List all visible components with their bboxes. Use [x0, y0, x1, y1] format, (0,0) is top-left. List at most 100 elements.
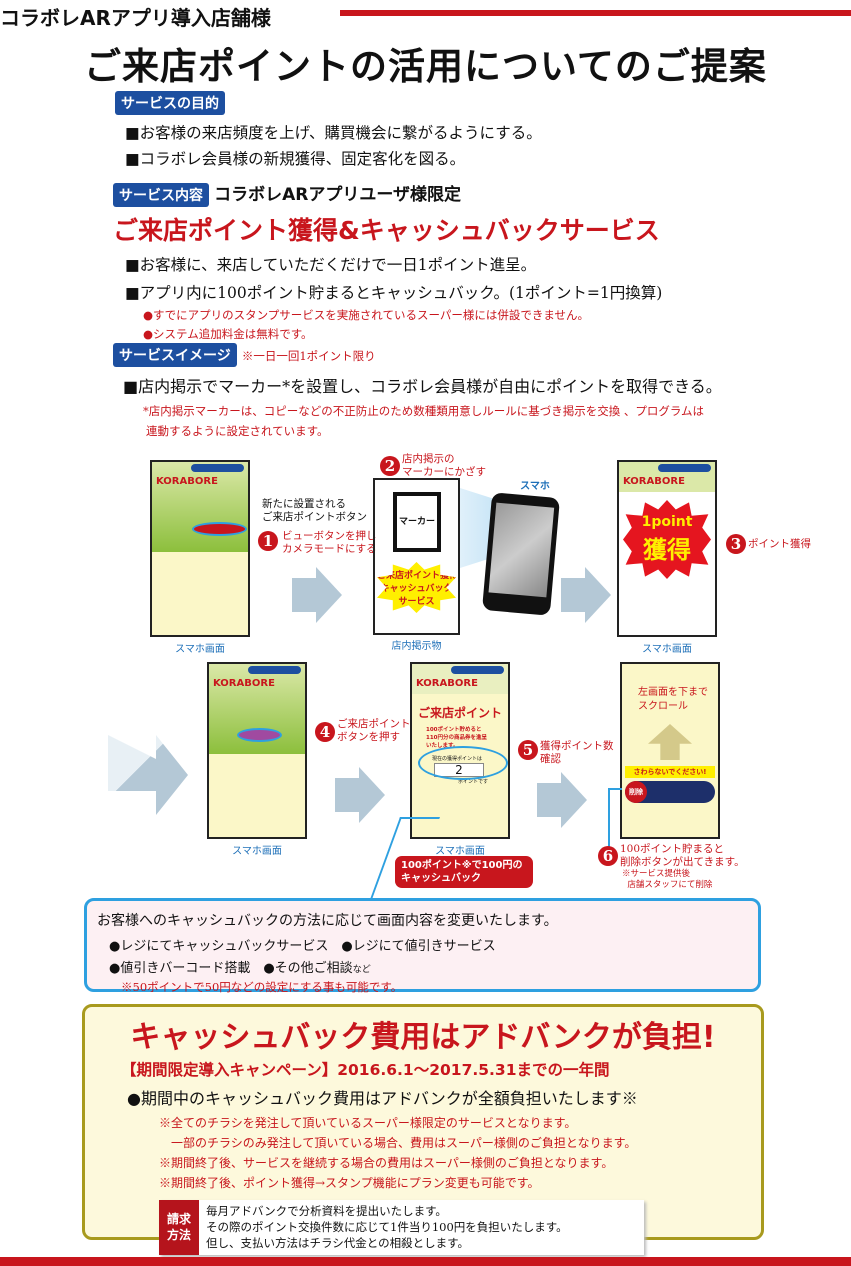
billing-line: 但し、支払い方法はチラシ代金との相殺とします。 [206, 1236, 470, 1250]
app-header-bar [451, 666, 504, 674]
app-logo: KORABORE [156, 476, 218, 487]
pink-row: ●値引きバーコード搭載 ●その他ご相談 [109, 961, 353, 976]
visit-point-button [237, 728, 282, 742]
phone-screen-home: KORABORE [150, 460, 250, 637]
footer-rule [0, 1257, 851, 1266]
header-rule [340, 10, 851, 16]
image-item: ■店内掲示でマーカー*を設置し、コラボレ会員様が自由にポイントを取得できる。 [123, 377, 722, 396]
point-burst-text: 1point [641, 514, 693, 530]
store-poster: マーカー ご来店ポイント獲得 キャッシュバック サービス [373, 478, 460, 635]
step-5-badge: 5 [518, 740, 538, 760]
view-button [192, 522, 247, 536]
cost-note: ※全てのチラシを発注して頂いているスーパー様限定のサービスとなります。 [159, 1116, 577, 1130]
service-title: ご来店ポイント獲得&キャッシュバックサービス [113, 216, 660, 245]
flow-arrow [561, 578, 585, 612]
pink-row: ●レジにてキャッシュバックサービス ●レジにて値引きサービス [109, 939, 496, 954]
phone-caption: スマホ画面 [435, 846, 485, 857]
billing-box: 請求 方法 毎月アドバンクで分析資料を提出いたします。 その際のポイント交換件数… [159, 1200, 644, 1255]
step-6-badge: 6 [598, 846, 618, 866]
flow-arrow [537, 783, 561, 817]
content-item: ■アプリ内に100ポイント貯まるとキャッシュバック。(1ポイント=1円換算) [125, 284, 663, 302]
image-tag-note: ※一日一回1ポイント限り [241, 349, 376, 363]
flow-arrow [335, 778, 359, 812]
content-note: ●システム追加料金は無料です。 [143, 327, 313, 341]
smartphone-icon [481, 492, 561, 616]
pink-note: ※50ポイントで50円などの設定にする事も可能です。 [121, 980, 403, 994]
points-title: ご来店ポイント [417, 706, 502, 720]
subtitle: コラボレARアプリ導入店舗様 [0, 6, 271, 30]
image-note: 連動するように設定されています。 [146, 424, 329, 438]
step-1-badge: 1 [258, 531, 278, 551]
point-burst: 1point 獲得 [623, 500, 711, 579]
purpose-item: ■コラボレ会員様の新規獲得、固定客化を図る。 [125, 150, 466, 168]
warning-label: さわらないでください! [625, 766, 715, 778]
points-suffix: ポイントです [458, 779, 489, 785]
highlight-ellipse [418, 746, 508, 780]
cost-box: キャッシュバック費用はアドバンクが負担! 【期間限定導入キャンペーン】2016.… [82, 1004, 764, 1255]
cost-note: 一部のチラシのみ発注して頂いている場合、費用はスーパー様側のご負担となります。 [159, 1136, 637, 1150]
purpose-tag: サービスの目的 [115, 91, 225, 115]
connector-line [608, 788, 622, 848]
step-3-badge: 3 [726, 534, 746, 554]
poster-caption: 店内掲示物 [391, 641, 442, 652]
point-burst-text: 獲得 [643, 536, 691, 564]
flow-arrow [108, 735, 188, 815]
phone-caption: スマホ画面 [642, 644, 692, 655]
step-3-text: ポイント獲得 [748, 538, 811, 550]
billing-line: 毎月アドバンクで分析資料を提出いたします。 [206, 1204, 447, 1218]
delete-button: 削除 [625, 781, 647, 803]
cost-main: ●期間中のキャッシュバック費用はアドバンクが全額負担いたします※ [127, 1089, 638, 1108]
app-header-bar [248, 666, 301, 674]
purpose-section: サービスの目的 ■お客様の来店頻度を上げ、購買機会に繋がるようにする。 ■コラボ… [115, 91, 542, 169]
flow-arrow-head [561, 772, 587, 828]
phone-screen-home-2: KORABORE [207, 662, 307, 839]
new-button-label: 新たに設置される ご来店ポイントボタン [262, 498, 367, 523]
step-1-text: ビューボタンを押し カメラモードにする [282, 530, 377, 555]
phone-screen-delete: 左画面を下まで スクロール さわらないでください! 削除 [620, 662, 720, 839]
content-tag-text: コラボレARアプリユーザ様限定 [214, 185, 462, 205]
cost-note: ※期間終了後、サービスを継続する場合の費用はスーパー様側のご負担となります。 [159, 1156, 614, 1170]
step-6-note: ※サービス提供後 店舗スタッフにて削除 [622, 869, 713, 890]
phone-caption: スマホ画面 [232, 846, 282, 857]
content-tag: サービス内容 [113, 183, 209, 207]
poster-burst: ご来店ポイント獲得 キャッシュバック サービス [377, 562, 456, 613]
up-arrow-icon [648, 724, 692, 760]
marker: マーカー [393, 492, 441, 552]
image-tag: サービスイメージ [113, 343, 237, 367]
flow-arrow-head [585, 567, 611, 623]
step-4-text: ご来店ポイント ボタンを押す [337, 718, 411, 743]
campaign-period: 【期間限定導入キャンペーン】2016.6.1〜2017.5.31までの一年間 [121, 1061, 610, 1079]
cashback-badge: 100ポイント※で100円の キャッシュバック [395, 856, 533, 888]
phone-screen-point: KORABORE 1point 獲得 [617, 460, 717, 637]
content-note: ●すでにアプリのスタンプサービスを実施されているスーパー様には併設できません。 [143, 308, 589, 322]
billing-tag: 請求 方法 [159, 1200, 199, 1255]
step-6-text: 100ポイント貯まると 削除ボタンが出てきます。 [620, 843, 745, 868]
cost-title: キャッシュバック費用はアドバンクが負担! [130, 1020, 716, 1055]
flow-arrow [292, 578, 316, 612]
page-title: ご来店ポイントの活用についてのご提案 [84, 45, 767, 88]
pink-lead: お客様へのキャッシュバックの方法に応じて画面内容を変更いたします。 [97, 913, 558, 929]
step-2-badge: 2 [380, 456, 400, 476]
billing-line: その際のポイント交換件数に応じて1件当り100円を負担いたします。 [206, 1220, 568, 1234]
step-5-text: 獲得ポイント数 確認 [540, 740, 614, 765]
purpose-item: ■お客様の来店頻度を上げ、購買機会に繋がるようにする。 [125, 124, 542, 142]
scroll-text: 左画面を下まで スクロール [638, 687, 708, 712]
app-logo: KORABORE [416, 678, 478, 689]
cashback-method-box: お客様へのキャッシュバックの方法に応じて画面内容を変更いたします。 ●レジにてキ… [84, 898, 761, 994]
cost-note: ※期間終了後、ポイント獲得→スタンプ機能にプラン変更も可能です。 [159, 1176, 540, 1190]
content-item: ■お客様に、来店していただくだけで一日1ポイント進呈。 [125, 256, 537, 274]
image-section: サービスイメージ ※一日一回1ポイント限り ■店内掲示でマーカー*を設置し、コラ… [113, 343, 722, 439]
flow-arrow-head [316, 567, 342, 623]
pink-row-suffix: など [352, 965, 371, 975]
smartphone-label: スマホ [520, 481, 550, 492]
points-desc: 100ポイント貯めると 110円分の商品券を進呈 いたします。 [426, 727, 487, 749]
phone-caption: スマホ画面 [175, 644, 225, 655]
step-2-text: 店内掲示の マーカーにかざす [402, 453, 486, 478]
app-logo: KORABORE [623, 476, 685, 487]
step-4-badge: 4 [315, 722, 335, 742]
app-logo: KORABORE [213, 678, 275, 689]
content-section: サービス内容 コラボレARアプリユーザ様限定 ご来店ポイント獲得&キャッシュバッ… [113, 180, 662, 342]
flow-arrow-head [359, 767, 385, 823]
image-note: *店内掲示マーカーは、コピーなどの不正防止のため数種類用意しルールに基づき掲示を… [143, 404, 705, 418]
app-header-bar [658, 464, 711, 472]
